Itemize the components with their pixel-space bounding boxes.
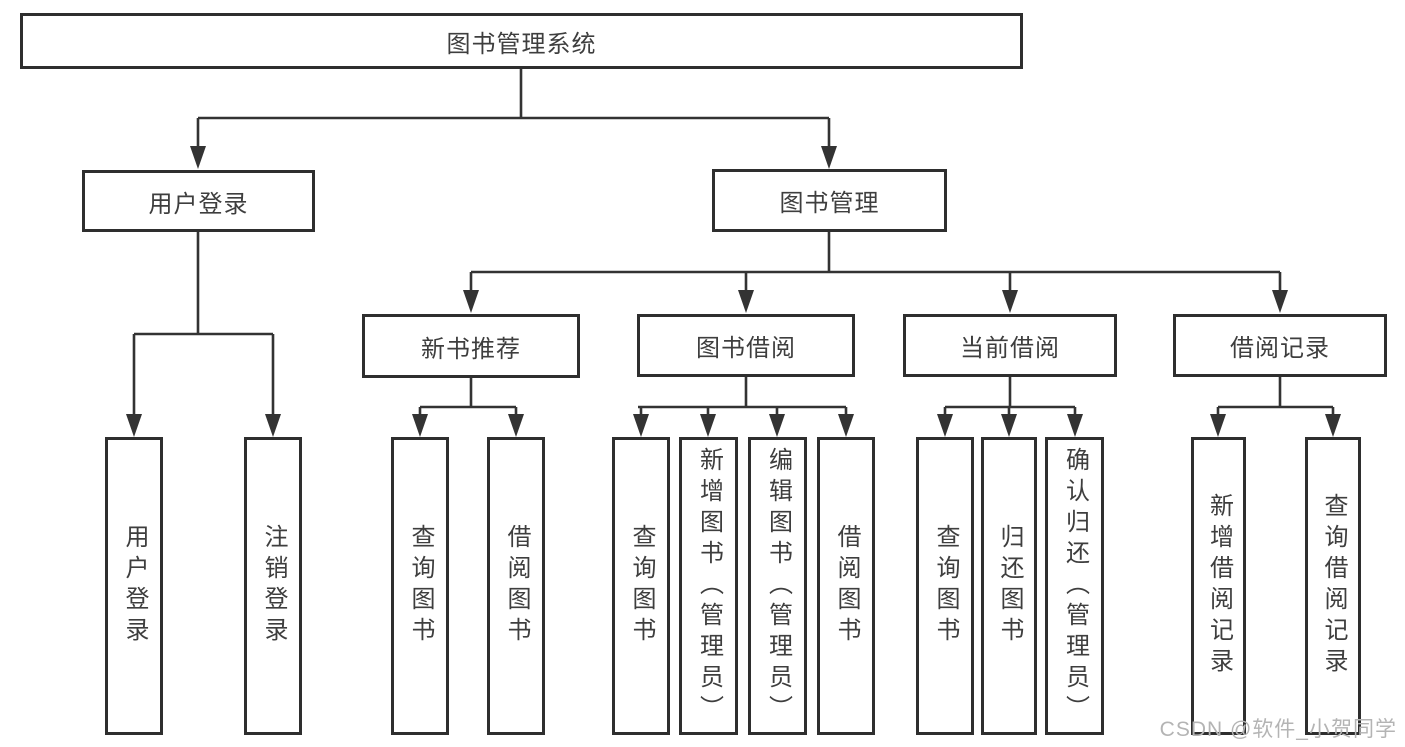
- leaf-query-books-current: 查询图书: [916, 437, 974, 735]
- leaf-label: 查询图书: [407, 524, 434, 648]
- leaf-add-borrow-record: 新增借阅记录: [1191, 437, 1246, 735]
- leaf-query-books-borrow: 查询图书: [612, 437, 670, 735]
- leaf-label: 新增图书（管理员）: [695, 446, 723, 726]
- leaf-label: 新增借阅记录: [1205, 493, 1233, 679]
- node-current-borrow: 当前借阅: [903, 314, 1117, 377]
- leaf-user-login: 用户登录: [105, 437, 163, 735]
- leaf-return-books: 归还图书: [981, 437, 1037, 735]
- leaf-label: 编辑图书（管理员）: [764, 446, 792, 726]
- leaf-label: 借阅图书: [503, 524, 530, 648]
- leaf-label: 查询借阅记录: [1320, 493, 1347, 679]
- leaf-query-books-recommend: 查询图书: [391, 437, 449, 735]
- leaf-label: 借阅图书: [833, 524, 860, 648]
- leaf-label: 查询图书: [628, 524, 655, 648]
- leaf-borrow-books: 借阅图书: [817, 437, 875, 735]
- leaf-label: 注销登录: [260, 524, 287, 648]
- node-borrow-records: 借阅记录: [1173, 314, 1387, 377]
- arrow-down-icons: [126, 146, 1341, 437]
- leaf-label: 查询图书: [932, 524, 959, 648]
- leaf-confirm-return-admin: 确认归还（管理员）: [1045, 437, 1104, 735]
- node-book-borrow: 图书借阅: [637, 314, 855, 377]
- leaf-query-borrow-record: 查询借阅记录: [1305, 437, 1361, 735]
- csdn-watermark: CSDN @软件_小贺同学: [1159, 718, 1397, 741]
- node-user-login: 用户登录: [82, 170, 315, 232]
- node-book-management: 图书管理: [712, 169, 947, 232]
- leaf-borrow-books-recommend: 借阅图书: [487, 437, 545, 735]
- leaf-label: 确认归还（管理员）: [1061, 446, 1089, 726]
- node-root-library-system: 图书管理系统: [20, 13, 1023, 69]
- leaf-logout: 注销登录: [244, 437, 302, 735]
- node-new-book-recommend: 新书推荐: [362, 314, 580, 378]
- leaf-label: 归还图书: [996, 524, 1023, 648]
- leaf-label: 用户登录: [121, 524, 148, 648]
- leaf-add-books-admin: 新增图书（管理员）: [679, 437, 738, 735]
- leaf-edit-books-admin: 编辑图书（管理员）: [748, 437, 807, 735]
